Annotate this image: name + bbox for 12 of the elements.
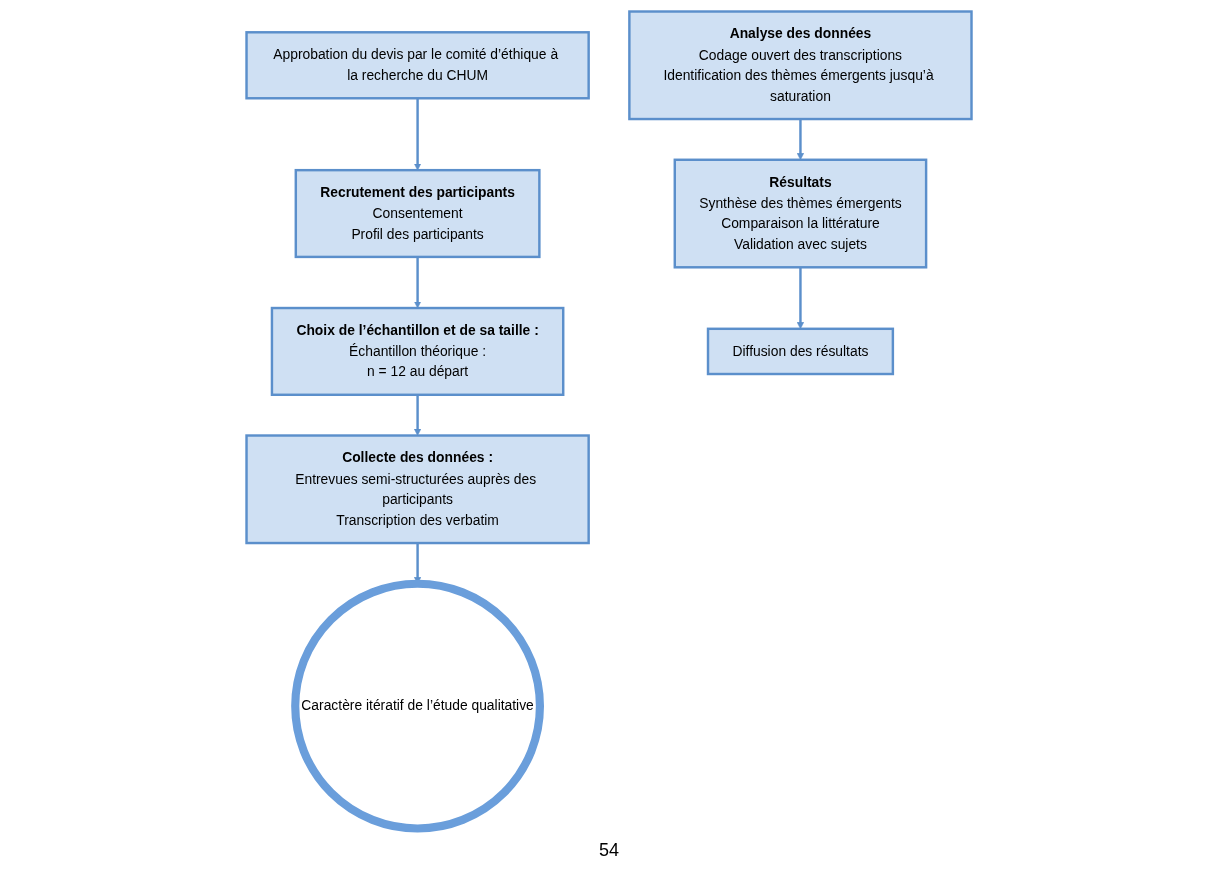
node-box: Diffusion des résultats — [706, 327, 895, 376]
node-box: Recrutement des participants Consentement Profil des participants — [294, 168, 541, 259]
node-box: Approbation du devis par le comité d’éthique à la recherche du CHUM — [245, 31, 590, 100]
node-box: Analyse des données Codage ouvert des transcriptions Identification des thèmes émergents jusqu’à saturation — [628, 10, 973, 121]
node-circle: Caractère itératif de l’étude qualitative — [291, 579, 544, 833]
node-box: Choix de l’échantillon et de sa taille : Échantillon théorique : n = 12 au départ — [270, 306, 565, 396]
arrow — [414, 98, 422, 171]
node-box: Résultats Synthèse des thèmes émergents Comparaison la littérature Validation avec sujets — [673, 158, 928, 269]
arrow — [414, 394, 422, 436]
node-box: Collecte des données : Entrevues semi-structurées auprès des participants Transcription des verbatim — [245, 434, 590, 545]
arrow — [414, 256, 422, 309]
page-number: 54 — [599, 840, 619, 860]
